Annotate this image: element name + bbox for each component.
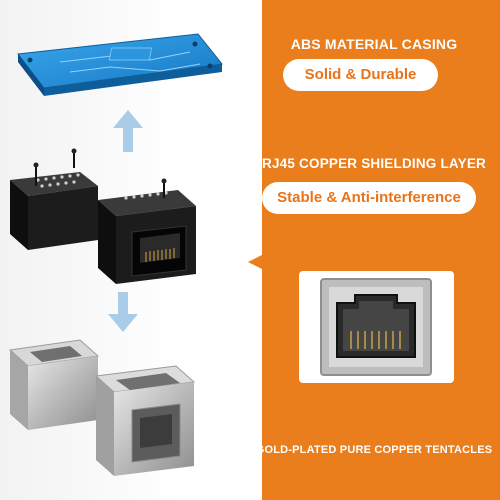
arrow-down-icon [108,292,138,332]
rj45-port-closeup [299,271,454,383]
feature-subtitle-abs: Solid & Durable [283,59,438,91]
feature-title-abs: ABS MATERIAL CASING [290,36,458,52]
silver-shield-right [94,365,196,476]
arrow-up-icon [113,110,143,152]
black-coupler-left [10,148,98,250]
silver-shield-left [8,339,100,430]
pcb-board [17,33,223,96]
black-coupler-right [98,178,196,284]
rj45-port-icon [320,278,432,376]
feature-subtitle-shielding: Stable & Anti-interference [262,182,476,214]
feature-title-tentacles: GOLD-PLATED PURE COPPER TENTACLES [255,444,493,456]
feature-title-shielding: RJ45 COPPER SHIELDING LAYER [262,156,486,171]
